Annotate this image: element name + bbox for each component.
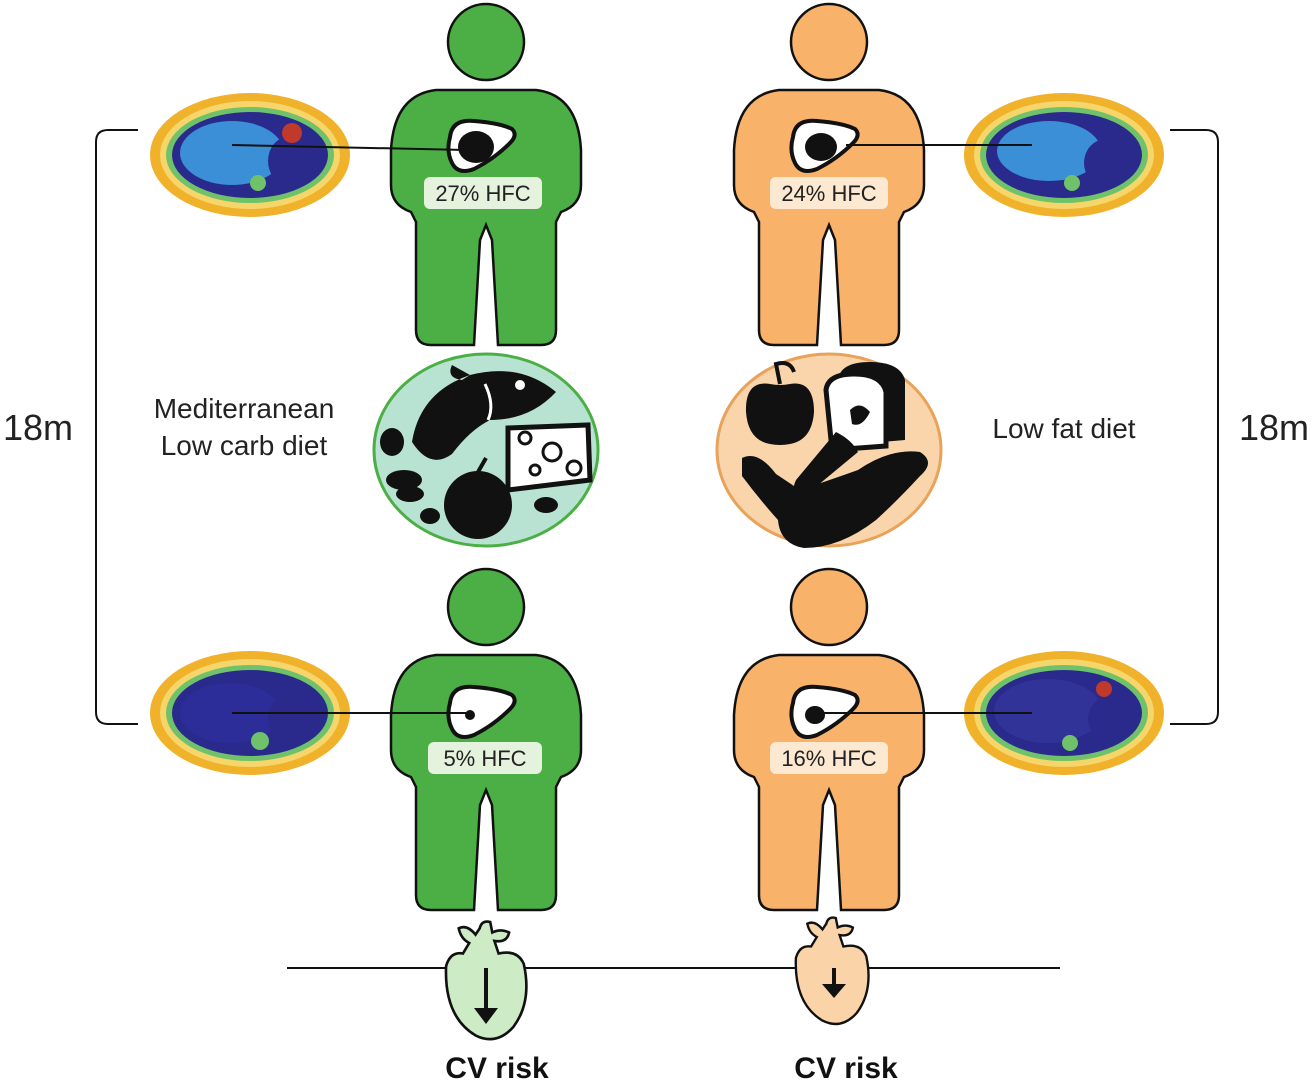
duration-right-label: 18m bbox=[1239, 407, 1309, 448]
diet-left-line2: Low carb diet bbox=[161, 430, 328, 461]
risk-decrease-arrow-left bbox=[474, 968, 498, 1024]
risk-right-label: CV risk bbox=[794, 1052, 898, 1085]
hfc-badge bbox=[424, 177, 542, 209]
nuts-icon bbox=[380, 428, 558, 524]
risk-decrease-arrow-right bbox=[822, 968, 846, 998]
hfc-left-before: 27% HFC bbox=[435, 181, 530, 206]
risk-left-label: CV risk bbox=[445, 1052, 549, 1085]
diet-left-line1: Mediterranean bbox=[154, 393, 335, 424]
hfc-badge bbox=[428, 742, 542, 774]
mediterranean-plate bbox=[372, 352, 600, 548]
liver-icon bbox=[446, 684, 517, 739]
liver-icon bbox=[446, 118, 517, 173]
mri-scan-left-before bbox=[150, 93, 350, 217]
bread-icon bbox=[823, 362, 905, 453]
chicken-leg-icon bbox=[742, 451, 928, 548]
mri-scan-right-before bbox=[964, 93, 1164, 217]
person-silhouette-icon bbox=[732, 567, 926, 912]
person-silhouette-icon bbox=[389, 567, 583, 912]
mri-scan-right-after bbox=[964, 651, 1164, 775]
connector-line bbox=[231, 144, 467, 151]
duration-left-label: 18m bbox=[3, 407, 73, 448]
mri-scan-left-after bbox=[150, 651, 350, 775]
person-silhouette-icon bbox=[389, 2, 583, 347]
person-silhouette-icon bbox=[732, 2, 926, 347]
low-fat-plate bbox=[715, 352, 943, 548]
apple-icon bbox=[745, 361, 814, 445]
hfc-right-after: 16% HFC bbox=[781, 746, 876, 771]
liver-icon bbox=[789, 118, 860, 173]
carrot-icon bbox=[793, 432, 858, 500]
hfc-right-before: 24% HFC bbox=[781, 181, 876, 206]
liver-icon bbox=[789, 684, 860, 739]
left-duration-bracket bbox=[95, 129, 138, 725]
hfc-badge bbox=[770, 742, 888, 774]
hfc-badge bbox=[770, 177, 888, 209]
diet-right-line1: Low fat diet bbox=[992, 413, 1135, 444]
right-duration-bracket bbox=[1170, 129, 1219, 725]
tomato-icon bbox=[444, 471, 512, 539]
hfc-left-after: 5% HFC bbox=[443, 746, 526, 771]
cheese-icon bbox=[505, 422, 593, 493]
